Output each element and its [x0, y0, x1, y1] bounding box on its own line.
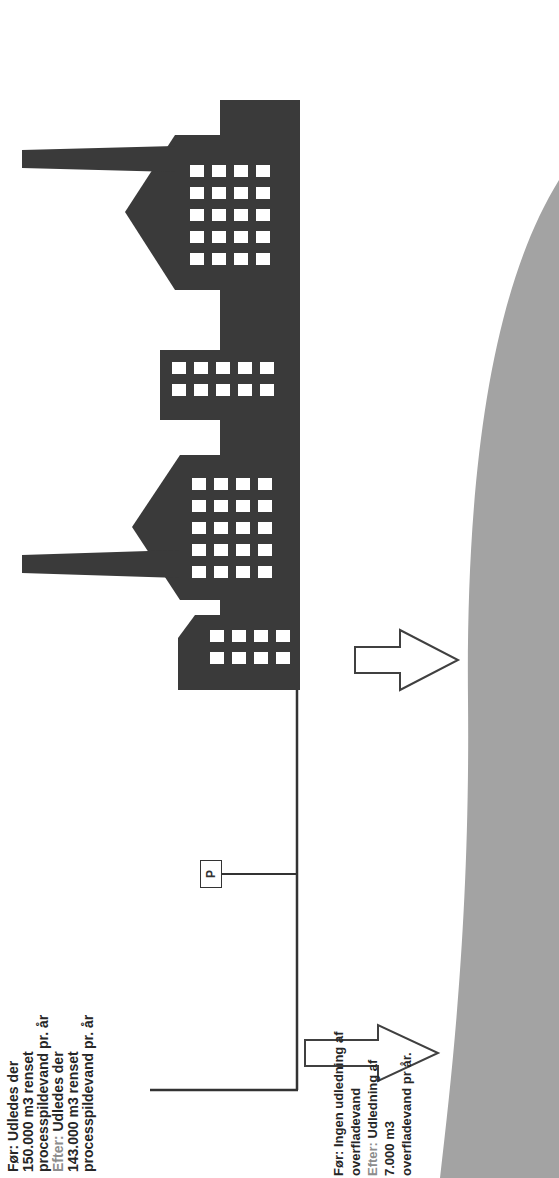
factory-window — [192, 478, 206, 490]
factory-window — [258, 544, 272, 556]
outline-arrow — [305, 1025, 438, 1081]
factory-window — [194, 362, 208, 374]
factory-window — [214, 522, 228, 534]
outline-arrow — [355, 630, 458, 690]
factory-window — [190, 253, 204, 265]
factory-window — [234, 209, 248, 221]
factory-window — [172, 384, 186, 396]
factory-window — [194, 384, 208, 396]
factory-window — [236, 500, 250, 512]
factory-window — [190, 187, 204, 199]
factory-window — [190, 209, 204, 221]
factory-window — [254, 630, 268, 642]
pipe-end — [150, 1089, 298, 1092]
annotation-text: Efter: Udledes der 143.000 m3 renset pro… — [51, 1015, 96, 1172]
factory-window — [258, 478, 272, 490]
factory-window — [192, 544, 206, 556]
factory-chimney — [22, 550, 180, 578]
pump-lead — [222, 873, 297, 875]
annotation-text: Før: Udledes der 150.000 m3 renset proce… — [6, 1015, 51, 1172]
factory-window — [212, 253, 226, 265]
pump-box: P — [200, 860, 222, 888]
factory-window — [236, 544, 250, 556]
factory-window — [232, 652, 246, 664]
factory-window — [260, 384, 274, 396]
factory-window — [236, 478, 250, 490]
factory-block — [178, 615, 300, 690]
factory-window — [192, 566, 206, 578]
factory-window — [214, 544, 228, 556]
factory-window — [212, 165, 226, 177]
factory-window — [212, 231, 226, 243]
factory-window — [258, 522, 272, 534]
factory-window — [212, 187, 226, 199]
factory-window — [254, 652, 268, 664]
factory-window — [214, 478, 228, 490]
factory-block — [160, 350, 300, 420]
factory-window — [258, 566, 272, 578]
window-grid — [172, 165, 290, 664]
factory-window — [236, 566, 250, 578]
factory-window — [192, 500, 206, 512]
factory-gable — [132, 455, 300, 600]
factory-window — [210, 652, 224, 664]
factory-silhouette — [22, 100, 300, 690]
factory-window — [234, 253, 248, 265]
water-body — [440, 180, 559, 1178]
factory-window — [190, 165, 204, 177]
factory-window — [212, 209, 226, 221]
factory-window — [256, 209, 270, 221]
factory-window — [232, 630, 246, 642]
annotation-text: Før: Ingen udledning af overfladevand — [330, 1032, 364, 1177]
factory-window — [256, 187, 270, 199]
factory-window — [234, 165, 248, 177]
factory-window — [276, 630, 290, 642]
factory-window — [236, 522, 250, 534]
factory-window — [234, 231, 248, 243]
factory-window — [276, 652, 290, 664]
factory-window — [238, 362, 252, 374]
factory-window — [256, 165, 270, 177]
factory-window — [214, 566, 228, 578]
factory-window — [216, 384, 230, 396]
factory-window — [190, 231, 204, 243]
pump-label: P — [204, 870, 218, 878]
factory-window — [192, 522, 206, 534]
factory-window — [214, 500, 228, 512]
factory-window — [234, 187, 248, 199]
factory-window — [210, 630, 224, 642]
factory-window — [238, 384, 252, 396]
factory-window — [260, 362, 274, 374]
factory-window — [256, 231, 270, 243]
factory-window — [256, 253, 270, 265]
pipe-line — [296, 690, 299, 1090]
factory-window — [216, 362, 230, 374]
factory-window — [172, 362, 186, 374]
factory-window — [258, 500, 272, 512]
factory-chimney — [22, 146, 175, 172]
annotation-text: Efter: Udledning af 7.000 m3 overfladeva… — [364, 1052, 415, 1176]
